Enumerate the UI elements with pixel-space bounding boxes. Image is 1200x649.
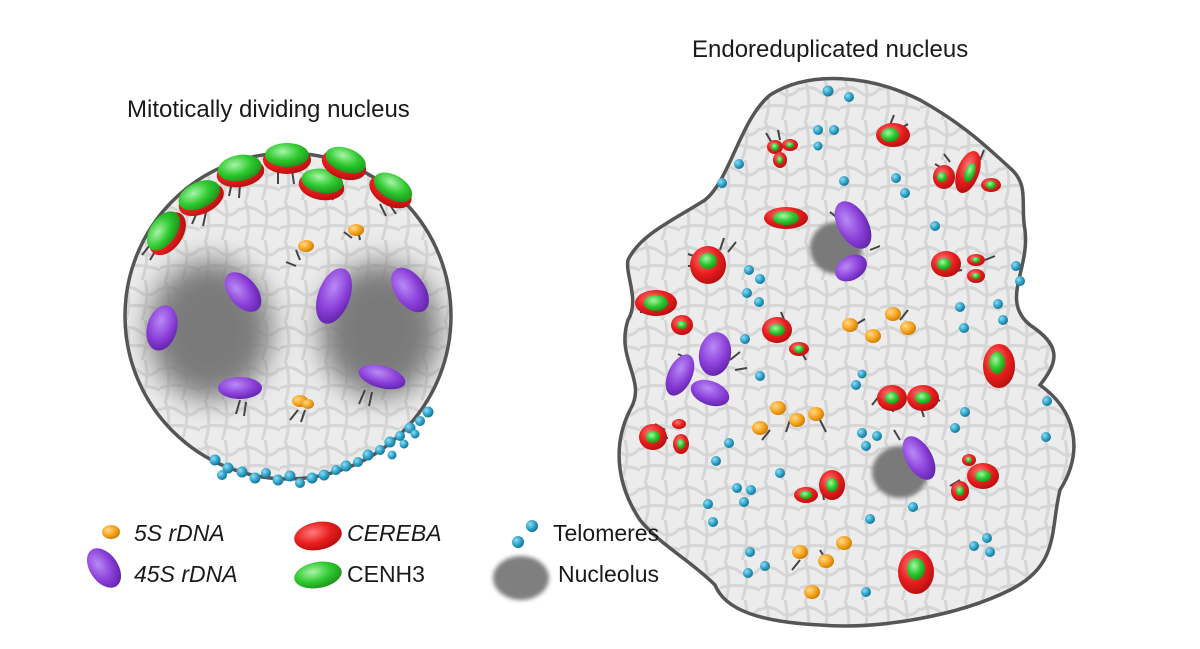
endo-nucleus-border [617,76,1076,628]
legend-nucleolus-label: Nucleolus [558,561,659,587]
endoreduplicated-nucleus-title: Endoreduplicated nucleus [692,36,969,63]
mitotic-telomeres [209,406,434,488]
endo-telomeres [703,85,1052,597]
mitotic-45s-rdna [146,267,429,399]
legend-cenh3-label: CENH3 [347,561,425,587]
legend-5s-rdna-label: 5S rDNA [134,520,225,546]
mitotic-nucleus-title: Mitotically dividing nucleus [127,96,410,123]
legend-45s-rdna-symbol [86,548,122,588]
mitotic-nucleus [123,143,453,488]
endo-5s-rdna [752,307,916,599]
legend-telomeres-label: Telomeres [553,520,660,546]
mitotic-centromeres [146,143,413,256]
mitotic-5s-rdna [292,224,364,409]
legend-5s-rdna-symbol [102,525,120,539]
legend-telomeres-symbol [512,520,538,548]
legend-45s-rdna-label: 45S rDNA [134,561,238,587]
endo-centromeres [635,123,1015,594]
legend-nucleolus-symbol [493,556,549,600]
endoreduplicated-nucleus [617,76,1076,628]
legend-cenh3-symbol [294,561,342,589]
legend-cereba-label: CEREBA [347,520,442,546]
legend-cereba-symbol [294,521,342,551]
endo-45s-rdna [665,201,936,480]
